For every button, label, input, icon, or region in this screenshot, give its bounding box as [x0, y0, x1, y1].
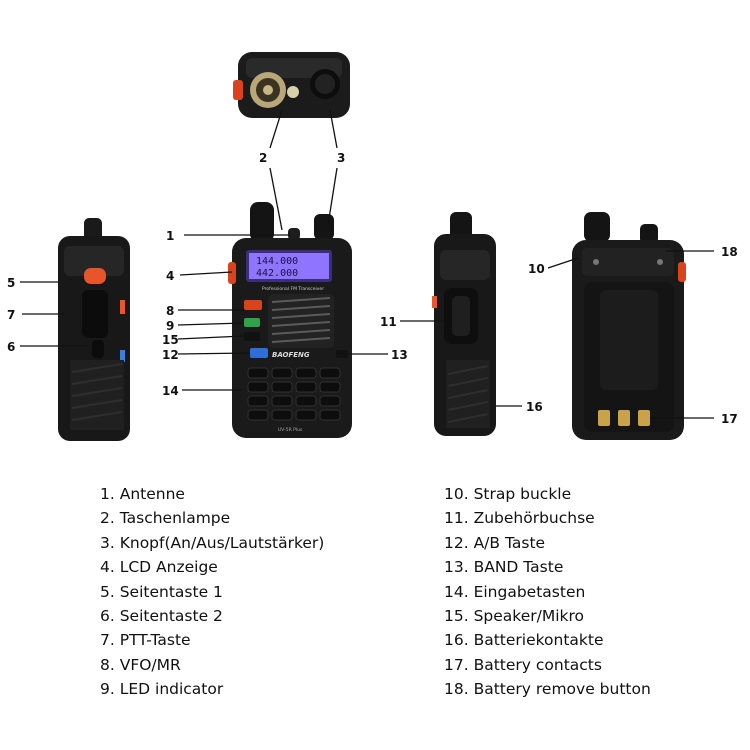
- legend-item: 3. Knopf(An/Aus/Lautstärker): [100, 533, 325, 552]
- legend-item: 17. Battery contacts: [444, 655, 602, 674]
- brand-label: BAOFENG: [272, 351, 310, 359]
- model-label: UV-5R Plus: [278, 427, 303, 433]
- legend-item: 13. BAND Taste: [444, 558, 564, 577]
- legend-item: 18. Battery remove button: [444, 680, 651, 699]
- callout-3: 3: [337, 151, 345, 165]
- legend-item: 2. Taschenlampe: [100, 509, 231, 528]
- callout-15: 15: [162, 333, 179, 347]
- legend-item: 11. Zubehörbuchse: [444, 509, 595, 528]
- radio-back-view: [572, 212, 686, 440]
- legend-item: 15. Speaker/Mikro: [444, 607, 585, 626]
- callout-6: 6: [7, 340, 15, 354]
- callout-5: 5: [7, 276, 15, 290]
- radio-diagram: 144.000 442.000 Professional FM Transcei…: [7, 52, 738, 441]
- callout-12: 12: [162, 348, 179, 362]
- callout-14: 14: [162, 384, 179, 398]
- legend-item: 8. VFO/MR: [100, 655, 181, 674]
- legend-item: 5. Seitentaste 1: [100, 582, 223, 601]
- callout-17: 17: [721, 412, 738, 426]
- callout-9: 9: [166, 319, 174, 333]
- callout-16: 16: [526, 400, 543, 414]
- radio-top-view: [233, 52, 350, 118]
- callout-13: 13: [391, 348, 408, 362]
- legend-right: 10. Strap buckle 11. Zubehörbuchse 12. A…: [444, 482, 651, 702]
- legend-item: 4. LCD Anzeige: [100, 558, 218, 577]
- callout-1: 1: [166, 229, 174, 243]
- legend-item: 7. PTT-Taste: [100, 631, 191, 650]
- legend-left: 1. Antenne 2. Taschenlampe 3. Knopf(An/A…: [100, 482, 324, 702]
- callout-7: 7: [7, 308, 15, 322]
- radio-front-view: 144.000 442.000 Professional FM Transcei…: [228, 202, 352, 438]
- legend-item: 1. Antenne: [100, 485, 185, 503]
- legend-item: 10. Strap buckle: [444, 485, 572, 503]
- lcd-line-2: 442.000: [256, 268, 298, 279]
- radio-right-side-view: [432, 212, 496, 436]
- callout-11: 11: [380, 315, 397, 329]
- legend-item: 9. LED indicator: [100, 680, 224, 699]
- callout-8: 8: [166, 304, 174, 318]
- callout-2: 2: [259, 151, 267, 165]
- callout-10: 10: [528, 262, 545, 276]
- radio-left-side-view: [58, 218, 130, 441]
- callout-4: 4: [166, 269, 174, 283]
- front-label: Professional FM Transceiver: [262, 286, 324, 292]
- callout-18: 18: [721, 245, 738, 259]
- legend-item: 16. Batteriekontakte: [444, 631, 604, 650]
- lcd-line-1: 144.000: [256, 256, 298, 267]
- legend-item: 12. A/B Taste: [444, 533, 546, 552]
- legend-item: 6. Seitentaste 2: [100, 607, 223, 626]
- legend-item: 14. Eingabetasten: [444, 582, 586, 601]
